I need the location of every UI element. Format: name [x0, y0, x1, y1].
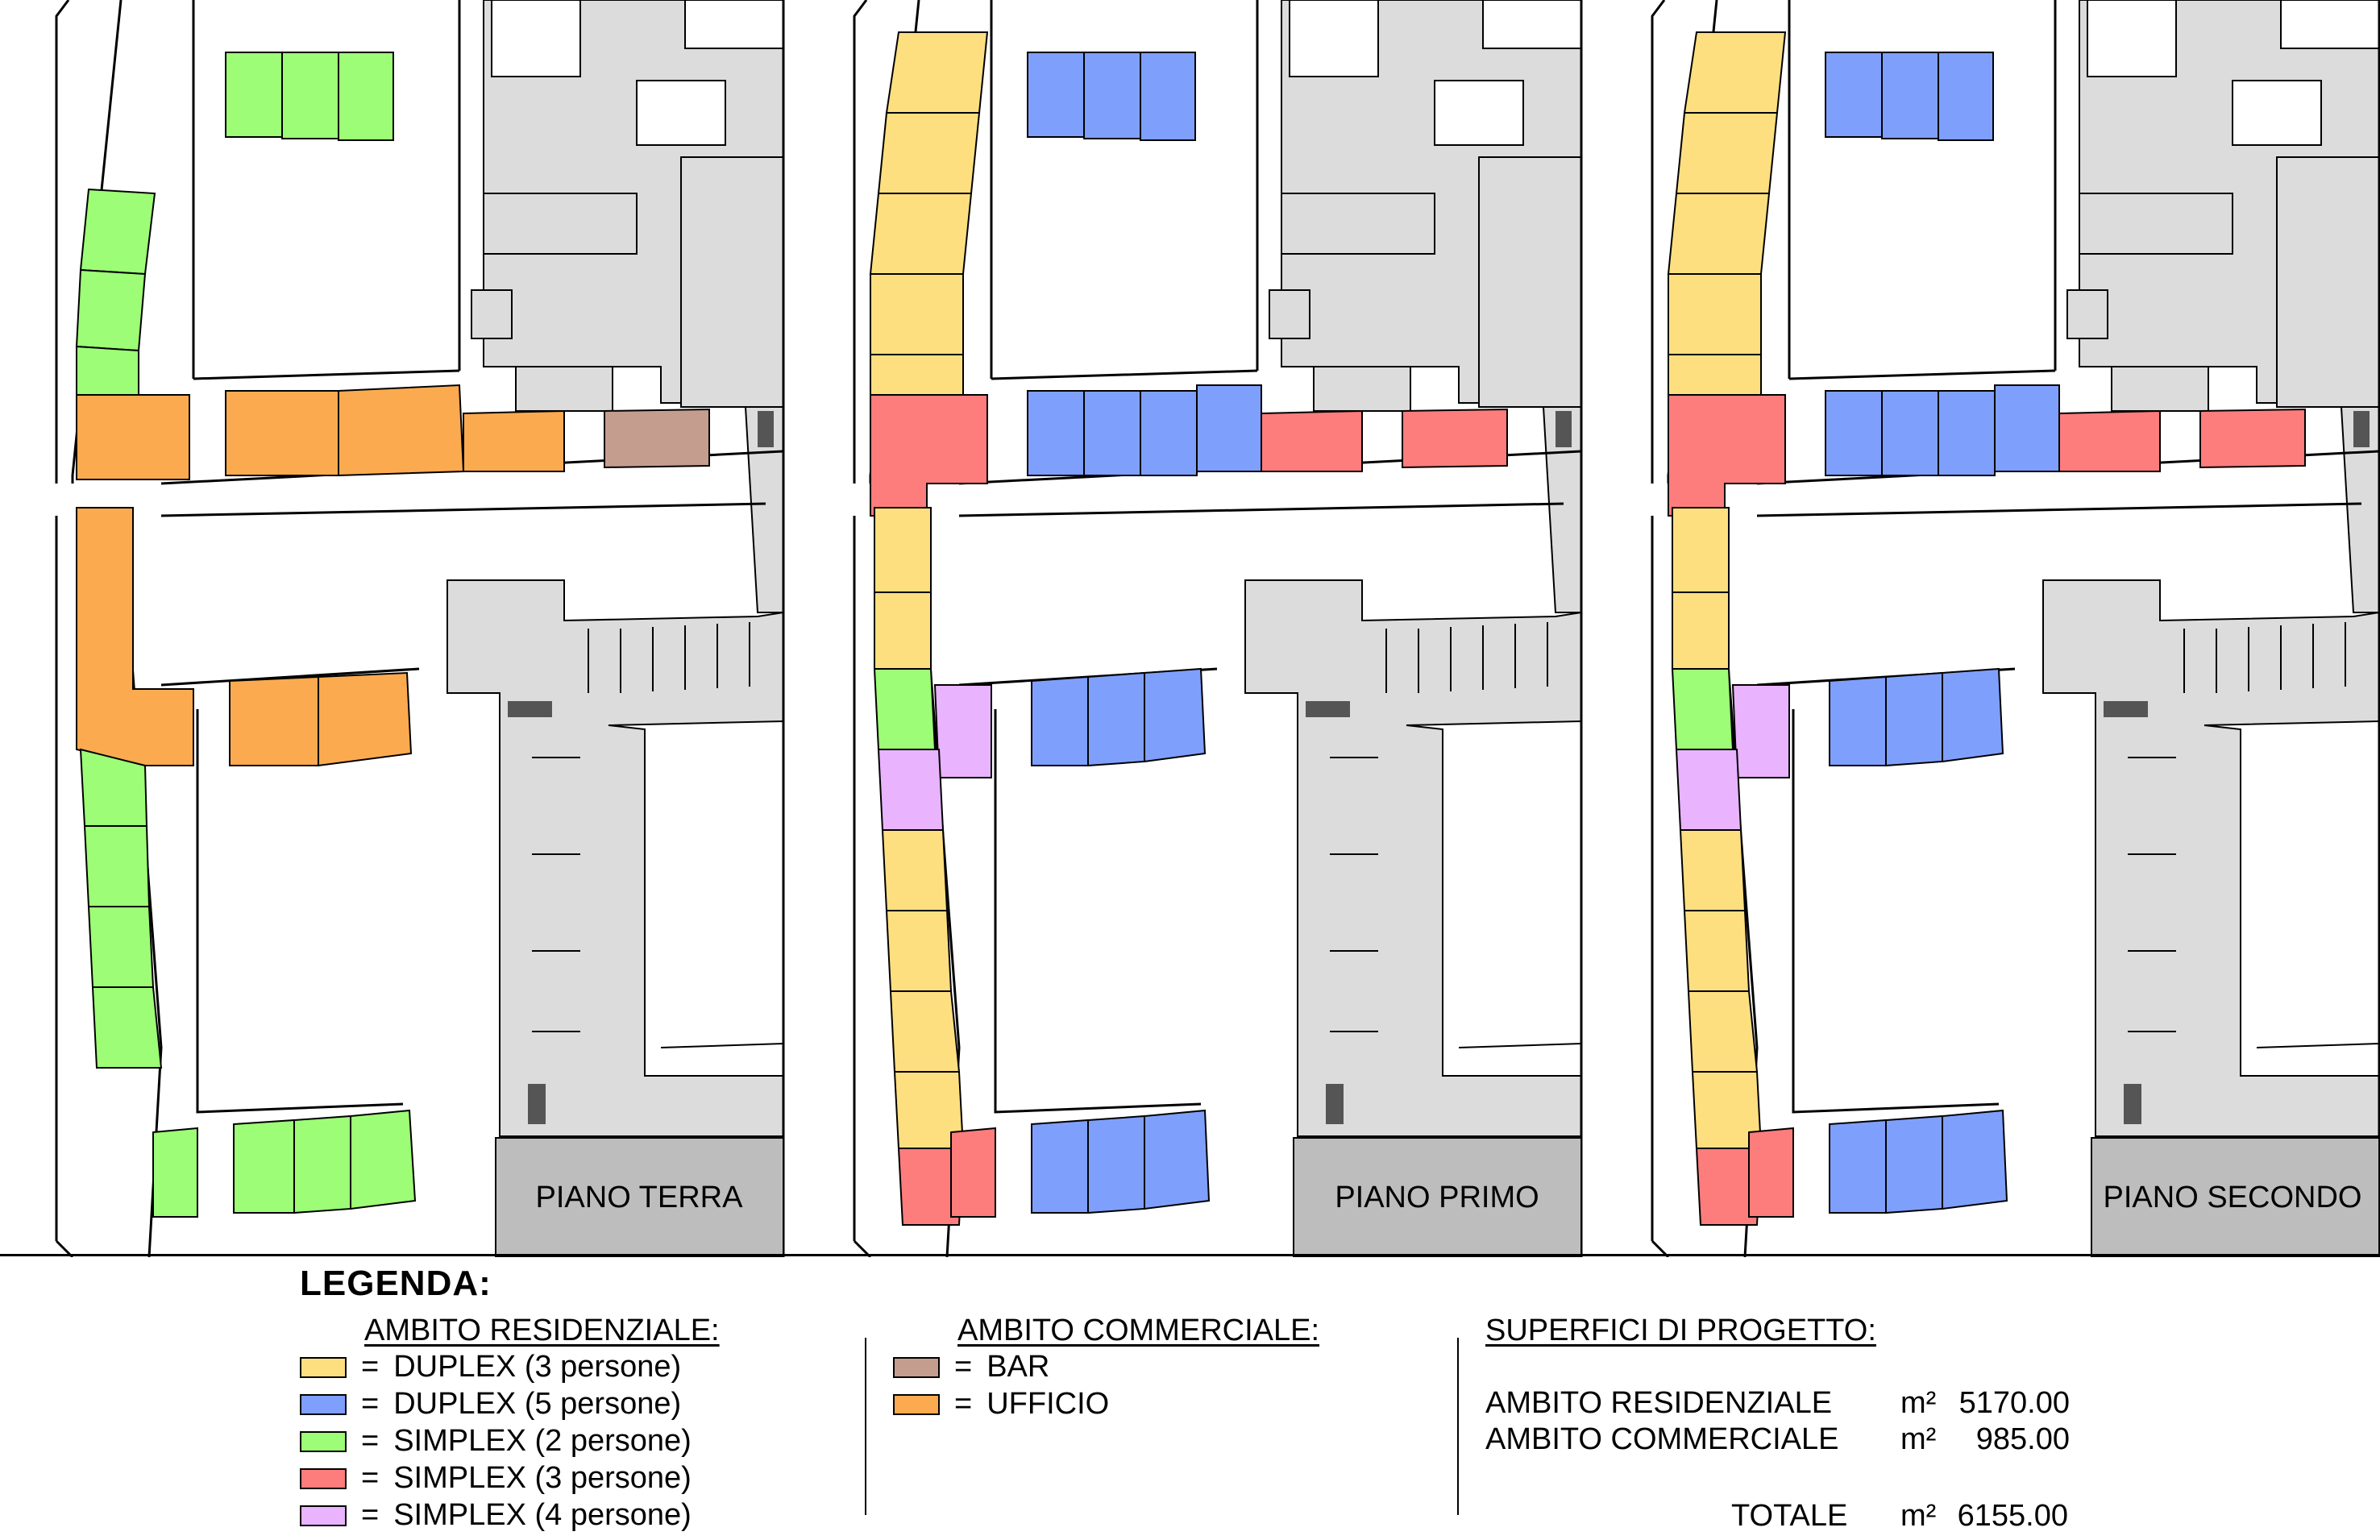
area-total-label: TOTALE	[1731, 1499, 1848, 1533]
swatch-bar	[893, 1356, 940, 1378]
area-total-value: 6155.00	[1957, 1499, 2068, 1533]
legend-eq: =	[954, 1387, 973, 1421]
divider	[1457, 1338, 1459, 1515]
swatch-simplex3	[300, 1467, 347, 1489]
area-commercial-value: 985.00	[1975, 1422, 2070, 1456]
legend-label: DUPLEX (3 persone)	[393, 1350, 682, 1384]
legend-item-bar: = BAR	[893, 1350, 1049, 1384]
legend-item-simplex2: = SIMPLEX (2 persone)	[300, 1424, 692, 1459]
area-residential-unit: m²	[1900, 1386, 1937, 1420]
legend-eq: =	[361, 1461, 380, 1495]
swatch-ufficio	[893, 1393, 940, 1415]
legend-eq: =	[361, 1498, 380, 1532]
swatch-duplex5	[300, 1393, 347, 1415]
area-total-unit: m²	[1900, 1499, 1937, 1533]
plan-label: PIANO PRIMO	[1335, 1181, 1539, 1214]
unit-group	[869, 31, 1508, 1226]
legend-eq: =	[361, 1424, 380, 1458]
legend-eq: =	[361, 1387, 380, 1421]
swatch-simplex2	[300, 1430, 347, 1452]
legend: LEGENDA: AMBITO RESIDENZIALE: = DUPLEX (3…	[0, 1257, 2380, 1540]
swatch-duplex3	[300, 1356, 347, 1378]
legend-separator	[0, 1254, 2380, 1256]
legend-item-ufficio: = UFFICIO	[893, 1387, 1109, 1422]
plan-label-box	[495, 1137, 784, 1257]
legend-label: BAR	[986, 1350, 1050, 1384]
legend-eq: =	[954, 1350, 973, 1384]
legend-item-duplex5: = DUPLEX (5 persone)	[300, 1387, 681, 1422]
plan-label-box	[2091, 1137, 2380, 1257]
area-commercial-unit: m²	[1900, 1422, 1937, 1456]
plan-label: PIANO TERRA	[536, 1181, 744, 1214]
plan-label-box	[1293, 1137, 1582, 1257]
plan-piano-primo: PIANO PRIMO	[853, 0, 1583, 1257]
commercial-heading: AMBITO COMMERCIALE:	[957, 1314, 1320, 1347]
legend-item-simplex4: = SIMPLEX (4 persone)	[300, 1498, 692, 1533]
divider	[865, 1338, 866, 1515]
floor-plans: PIANO TERRA	[55, 0, 2380, 1257]
swatch-simplex4	[300, 1505, 347, 1526]
legend-item-duplex3: = DUPLEX (3 persone)	[300, 1350, 681, 1384]
plan-label: PIANO SECONDO	[2104, 1181, 2362, 1214]
legend-label: UFFICIO	[986, 1387, 1110, 1421]
plan-piano-terra: PIANO TERRA	[55, 0, 785, 1257]
area-commercial-label: AMBITO COMMERCIALE	[1485, 1422, 1839, 1456]
legend-label: DUPLEX (5 persone)	[393, 1387, 682, 1421]
area-residential-value: 5170.00	[1958, 1386, 2070, 1420]
area-residential-label: AMBITO RESIDENZIALE	[1485, 1386, 1833, 1420]
legend-label: SIMPLEX (4 persone)	[393, 1498, 692, 1532]
legend-label: SIMPLEX (2 persone)	[393, 1424, 692, 1458]
areas-heading: SUPERFICI DI PROGETTO:	[1485, 1314, 1876, 1347]
plan-piano-secondo: PIANO SECONDO	[1651, 0, 2380, 1257]
residential-heading: AMBITO RESIDENZIALE:	[364, 1314, 720, 1347]
legend-title: LEGENDA:	[300, 1264, 492, 1303]
legend-item-simplex3: = SIMPLEX (3 persone)	[300, 1461, 692, 1496]
legend-eq: =	[361, 1350, 380, 1384]
unit-group	[75, 52, 710, 1218]
legend-label: SIMPLEX (3 persone)	[393, 1461, 692, 1495]
unit-group	[1667, 31, 2306, 1226]
